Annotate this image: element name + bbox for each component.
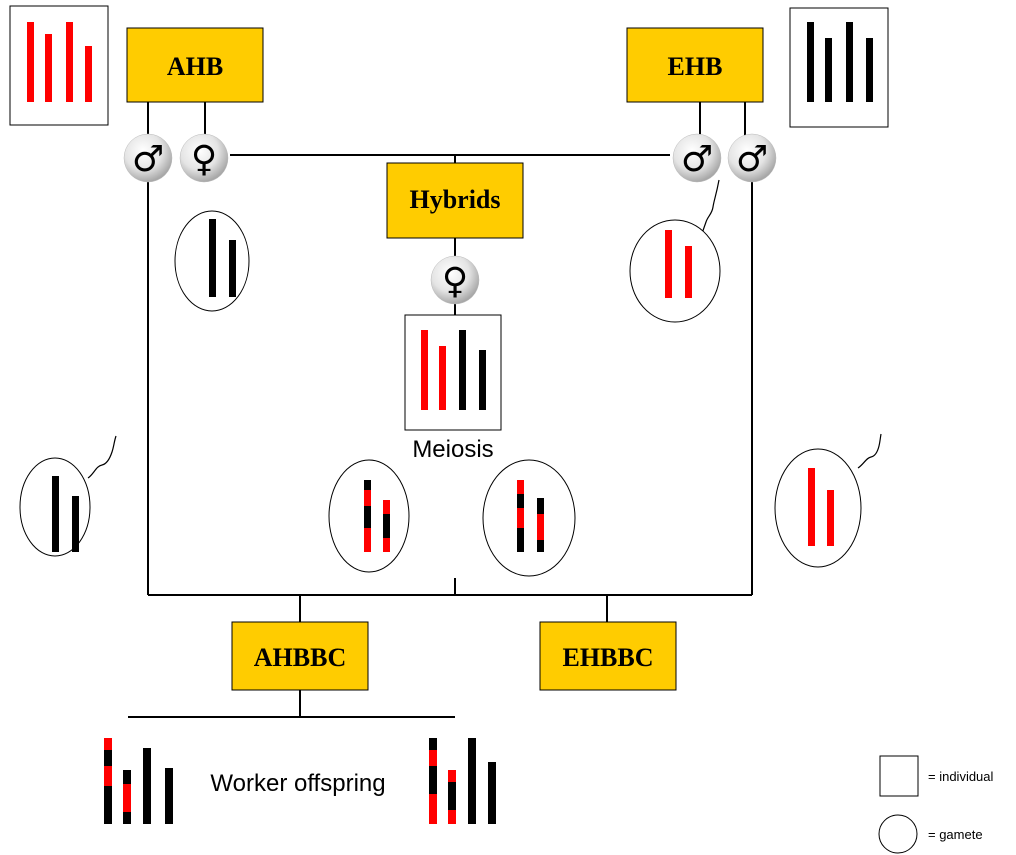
connector-lines [128,102,753,718]
svg-text:♀: ♀ [442,261,468,302]
hybrids-box: Hybrids [386,162,524,239]
worker-offspring-label: Worker offspring [210,770,385,797]
ahb-female-icon: ♀ [179,133,229,183]
svg-text:♂: ♂ [132,139,164,180]
ehb-box: EHB [626,27,764,103]
ehb-male-icon-1: ♂ [672,133,722,183]
ehb-gamete-lower [774,448,862,568]
ehb-individual-frame [789,7,889,128]
worker-offspring-genotype-1 [104,738,173,824]
ehbbc-label: EHBBC [562,643,653,672]
ehb-male-icon-2: ♂ [727,133,777,183]
recombinant-gamete-2 [482,459,576,577]
ahb-label: AHB [167,52,223,81]
ahbbc-label: AHBBC [254,643,346,672]
recombinant-gamete-1 [328,459,410,573]
svg-text:♂: ♂ [736,139,768,180]
meiosis-label: Meiosis [412,436,493,463]
ehb-label: EHB [668,52,723,81]
svg-text:♂: ♂ [681,139,713,180]
ehb-gamete-upper [629,219,721,323]
legend-individual-swatch [879,755,919,797]
ehbbc-box: EHBBC [539,621,677,691]
ahb-gamete-upper [174,210,250,312]
legend-gamete-swatch [878,814,918,854]
svg-text:♀: ♀ [191,139,217,180]
worker-offspring-genotype-2 [429,738,496,824]
ahb-box: AHB [126,27,264,103]
hybrids-label: Hybrids [409,185,500,214]
legend-individual-label: = individual [928,769,994,784]
hybrid-individual-frame [404,314,502,431]
ahb-gamete-lower [19,457,91,557]
legend: = individual = gamete [878,755,994,854]
ahb-male-icon: ♂ [123,133,173,183]
ahbbc-box: AHBBC [231,621,369,691]
hybrid-female-icon: ♀ [430,255,480,305]
ahb-individual-frame [9,5,109,126]
legend-gamete-label: = gamete [928,827,983,842]
